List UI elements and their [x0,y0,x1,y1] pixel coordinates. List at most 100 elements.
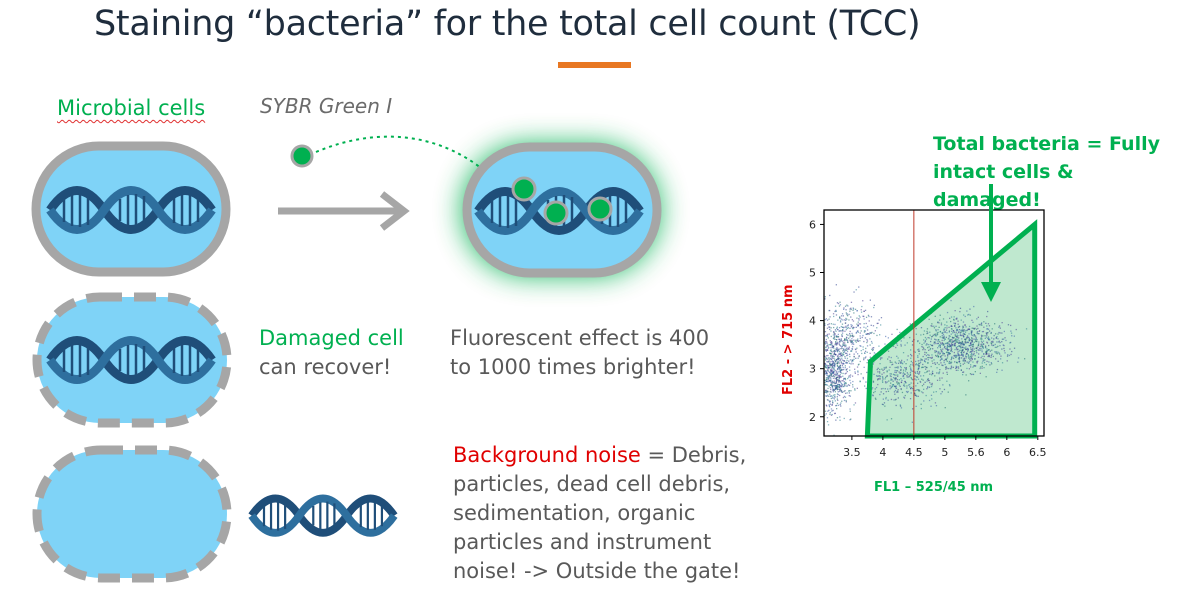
scatter-point [916,376,919,378]
scatter-point [909,374,912,376]
scatter-point [869,299,871,301]
scatter-point [825,366,827,368]
scatter-point [833,365,836,367]
scatter-point [830,341,832,343]
scatter-point [919,361,922,363]
scatter-point [962,321,965,323]
scatter-point [917,372,919,374]
scatter-point [986,333,988,335]
scatter-point [984,337,986,339]
scatter-point [927,387,929,389]
scatter-point [841,332,844,334]
scatter-point [876,375,878,377]
scatter-point [831,364,834,366]
scatter-point [879,363,881,365]
scatter-point [840,348,842,350]
scatter-point [906,387,908,389]
scatter-point [978,343,980,345]
scatter-point [1025,328,1028,330]
scatter-point [845,383,847,385]
scatter-point [958,345,960,347]
scatter-point [952,330,954,332]
scatter-point [831,400,834,402]
scatter-point [957,326,960,328]
scatter-point [965,355,967,357]
scatter-point [831,367,833,369]
scatter-point [831,410,833,412]
scatter-point [947,367,949,370]
scatter-point [835,381,837,383]
scatter-point [897,389,899,391]
scatter-point [899,404,901,406]
scatter-point [855,357,857,359]
scatter-point [957,351,959,353]
scatter-point [986,360,988,362]
scatter-point [830,379,832,381]
bound-dye-icon [587,196,613,222]
scatter-point [837,341,839,343]
scatter-point [838,371,840,373]
scatter-point [828,380,830,382]
scatter-point [949,367,951,370]
scatter-point [850,350,852,352]
scatter-point [926,332,928,335]
scatter-point [827,345,829,347]
scatter-point [827,395,829,397]
scatter-point [946,346,948,348]
scatter-point [892,384,895,386]
scatter-point [836,365,839,367]
scatter-point [997,338,999,340]
scatter-point [980,323,982,325]
scatter-point [832,391,834,393]
scatter-point [983,355,985,358]
scatter-point [977,316,979,318]
scatter-point [826,364,828,367]
scatter-point [872,381,875,383]
total-bacteria-label: Total bacteria = Fully intact cells & da… [933,130,1184,214]
scatter-point [968,313,970,316]
scatter-point [928,370,930,372]
scatter-point [834,394,836,396]
scatter-point [915,394,917,396]
scatter-point [838,375,840,377]
scatter-point [905,368,907,370]
scatter-point [950,342,953,344]
scatter-point [849,355,851,358]
scatter-point [857,325,859,327]
scatter-point [841,340,843,342]
scatter-point [973,334,975,336]
scatter-point [999,332,1001,334]
scatter-point [881,368,883,370]
scatter-point [889,385,891,387]
scatter-point [908,375,911,377]
scatter-point [865,322,867,325]
scatter-point [873,352,876,354]
scatter-point [863,310,865,312]
scatter-point [826,367,828,369]
scatter-point [988,361,990,363]
scatter-point [838,343,840,345]
scatter-point [903,377,905,379]
scatter-point [1005,339,1007,342]
scatter-point [895,371,897,374]
scatter-point [925,338,928,340]
scatter-point [958,357,960,359]
scatter-point [931,356,933,358]
scatter-point [898,371,900,373]
scatter-point [835,354,837,356]
scatter-point [970,364,972,366]
scatter-point [835,341,837,343]
scatter-point [960,346,962,348]
scatter-point [831,369,833,371]
scatter-point [844,338,846,341]
scatter-point [949,339,951,341]
scatter-point [965,326,967,328]
scatter-point [832,345,835,347]
scatter-point [986,315,988,318]
scatter-point [930,365,932,368]
scatter-point [964,339,967,341]
scatter-point [833,358,836,360]
scatter-point [825,395,827,397]
scatter-point [838,383,840,386]
fluorescent-effect-text: Fluorescent effect is 400 to 1000 times … [450,324,709,382]
